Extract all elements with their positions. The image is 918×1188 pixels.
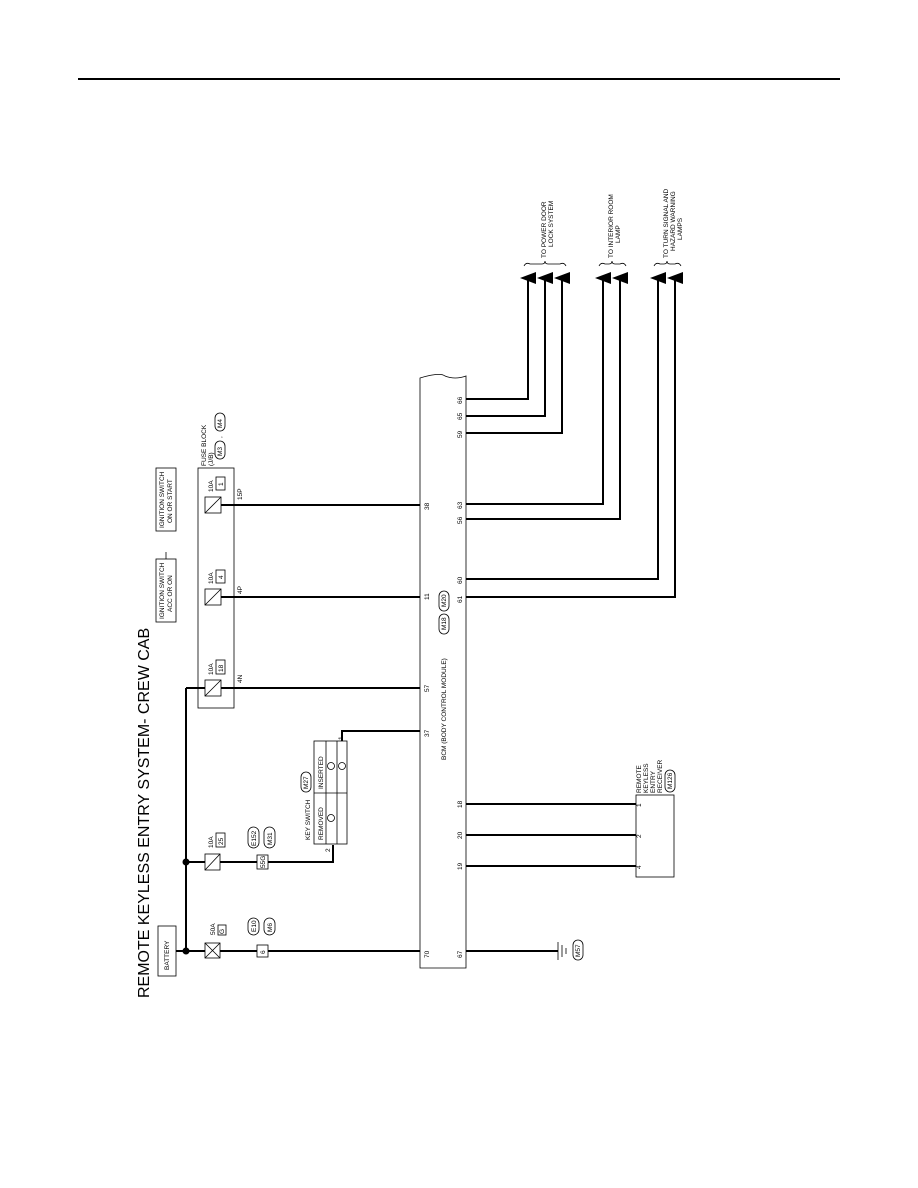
svg-text:1: 1 xyxy=(218,482,225,486)
svg-text:4: 4 xyxy=(636,865,643,869)
connector-pin: 6 xyxy=(260,950,267,954)
svg-text:TO INTERIOR ROOM: TO INTERIOR ROOM xyxy=(608,194,615,258)
svg-text:REMOTE: REMOTE xyxy=(636,765,643,793)
svg-text:65: 65 xyxy=(457,412,464,420)
fuse-id: G xyxy=(219,929,226,934)
outgoing-wires xyxy=(466,272,683,598)
svg-text:18: 18 xyxy=(218,664,225,672)
destination-power-door: TO POWER DOOR LOCK SYSTEM xyxy=(541,201,555,258)
svg-text:4P: 4P xyxy=(237,586,244,594)
key-state-inserted: INSERTED xyxy=(318,756,325,789)
bcm-module: BCM (BODY CONTROL MODULE) M18 M20 70 57 … xyxy=(419,374,467,969)
svg-text:60: 60 xyxy=(457,576,464,584)
key-switch-connector: M27 xyxy=(303,776,310,789)
svg-text:M3: M3 xyxy=(217,447,224,456)
svg-text:IGNITION SWITCH: IGNITION SWITCH xyxy=(159,471,166,528)
svg-text:IGNITION SWITCH: IGNITION SWITCH xyxy=(159,562,166,619)
svg-text:ON OR START: ON OR START xyxy=(167,479,174,523)
svg-text:RECEIVER: RECEIVER xyxy=(657,759,664,793)
svg-text:67: 67 xyxy=(457,950,464,958)
wire xyxy=(268,845,334,863)
receiver-connector: M126 xyxy=(667,772,674,789)
svg-text:2: 2 xyxy=(636,834,643,838)
svg-text:63: 63 xyxy=(457,501,464,509)
key-pin: 2 xyxy=(325,848,332,852)
svg-text:1: 1 xyxy=(636,803,643,807)
fuse-10a-25: 10A 25 xyxy=(204,832,226,871)
svg-text:TO POWER DOOR: TO POWER DOOR xyxy=(541,201,548,258)
svg-text:18: 18 xyxy=(457,800,464,808)
connector-label: E152 xyxy=(251,830,258,846)
svg-text:56: 56 xyxy=(457,516,464,524)
bcm-connector: M18 xyxy=(441,617,448,630)
svg-text:HAZARD WARNING: HAZARD WARNING xyxy=(670,191,677,251)
svg-text:LAMPS: LAMPS xyxy=(677,217,684,240)
svg-text:ENTRY: ENTRY xyxy=(650,770,657,793)
connector-e10-m6: 6 E10 M6 xyxy=(247,917,276,958)
fuse-amp: 10A xyxy=(208,836,215,848)
key-switch-label: KEY SWITCH xyxy=(305,799,312,840)
svg-text:57: 57 xyxy=(424,684,431,692)
svg-text:FUSE BLOCK: FUSE BLOCK xyxy=(201,424,208,466)
bcm-connector: M20 xyxy=(441,594,448,607)
brace xyxy=(653,260,682,267)
svg-text:4N: 4N xyxy=(237,674,244,683)
svg-text:ACC OR ON: ACC OR ON xyxy=(167,575,174,612)
svg-text:4: 4 xyxy=(218,575,225,579)
wire xyxy=(341,730,420,741)
destination-interior-lamp: TO INTERIOR ROOM LAMP xyxy=(608,194,622,258)
remote-keyless-entry-receiver: 4 2 1 REMOTE KEYLESS ENTRY RECEIVER M126 xyxy=(635,759,676,878)
fuse-id: 25 xyxy=(218,837,225,845)
connector-label: E10 xyxy=(251,920,258,932)
fuse-block: FUSE BLOCK (J/B) M3 , M4 10A 18 4N 10A 4… xyxy=(197,412,244,709)
svg-text:10A: 10A xyxy=(208,663,215,675)
svg-text:TO TURN SIGNAL AND: TO TURN SIGNAL AND xyxy=(663,188,670,258)
svg-text:20: 20 xyxy=(457,831,464,839)
destination-turn-signal: TO TURN SIGNAL AND HAZARD WARNING LAMPS xyxy=(663,188,684,258)
svg-text:66: 66 xyxy=(457,396,464,404)
svg-text:70: 70 xyxy=(424,950,431,958)
svg-text:10A: 10A xyxy=(208,480,215,492)
bcm-label: BCM (BODY CONTROL MODULE) xyxy=(441,658,448,760)
svg-text:,: , xyxy=(217,436,224,438)
svg-text:19: 19 xyxy=(457,862,464,870)
connector-label: M6 xyxy=(267,923,274,932)
svg-text:11: 11 xyxy=(424,593,431,600)
svg-text:37: 37 xyxy=(424,729,431,737)
svg-text:(J/B): (J/B) xyxy=(208,452,215,466)
svg-text:38: 38 xyxy=(424,502,431,510)
battery-label: BATTERY xyxy=(164,940,171,970)
svg-text:59: 59 xyxy=(457,430,464,438)
ground-symbol: M57 xyxy=(557,939,584,961)
fuse-50a: 50A G xyxy=(204,923,227,959)
ignition-acc: IGNITION SWITCH ACC OR ON xyxy=(155,558,177,623)
diagram-title: REMOTE KEYLESS ENTRY SYSTEM- CREW CAB xyxy=(136,628,153,998)
brace xyxy=(523,260,567,267)
key-state-removed: REMOVED xyxy=(318,807,325,840)
connector-e152-m31: 55G E152 M31 xyxy=(247,826,276,870)
svg-text:M4: M4 xyxy=(217,419,224,428)
fuse-amp: 50A xyxy=(210,923,217,935)
svg-text:LAMP: LAMP xyxy=(615,225,622,243)
battery: BATTERY xyxy=(157,925,177,977)
svg-text:61: 61 xyxy=(457,595,464,603)
key-switch: REMOVED INSERTED KEY SWITCH M27 2 1 xyxy=(300,736,348,852)
ignition-on: IGNITION SWITCH ON OR START xyxy=(155,467,177,532)
svg-text:KEYLESS: KEYLESS xyxy=(643,763,650,793)
svg-text:LOCK SYSTEM: LOCK SYSTEM xyxy=(548,201,555,247)
connector-pin: 55G xyxy=(260,856,267,868)
svg-text:10A: 10A xyxy=(208,572,215,584)
svg-text:15P: 15P xyxy=(237,488,244,500)
brace xyxy=(598,260,627,267)
connector-label: M31 xyxy=(267,832,274,845)
ground-connector: M57 xyxy=(575,944,582,957)
